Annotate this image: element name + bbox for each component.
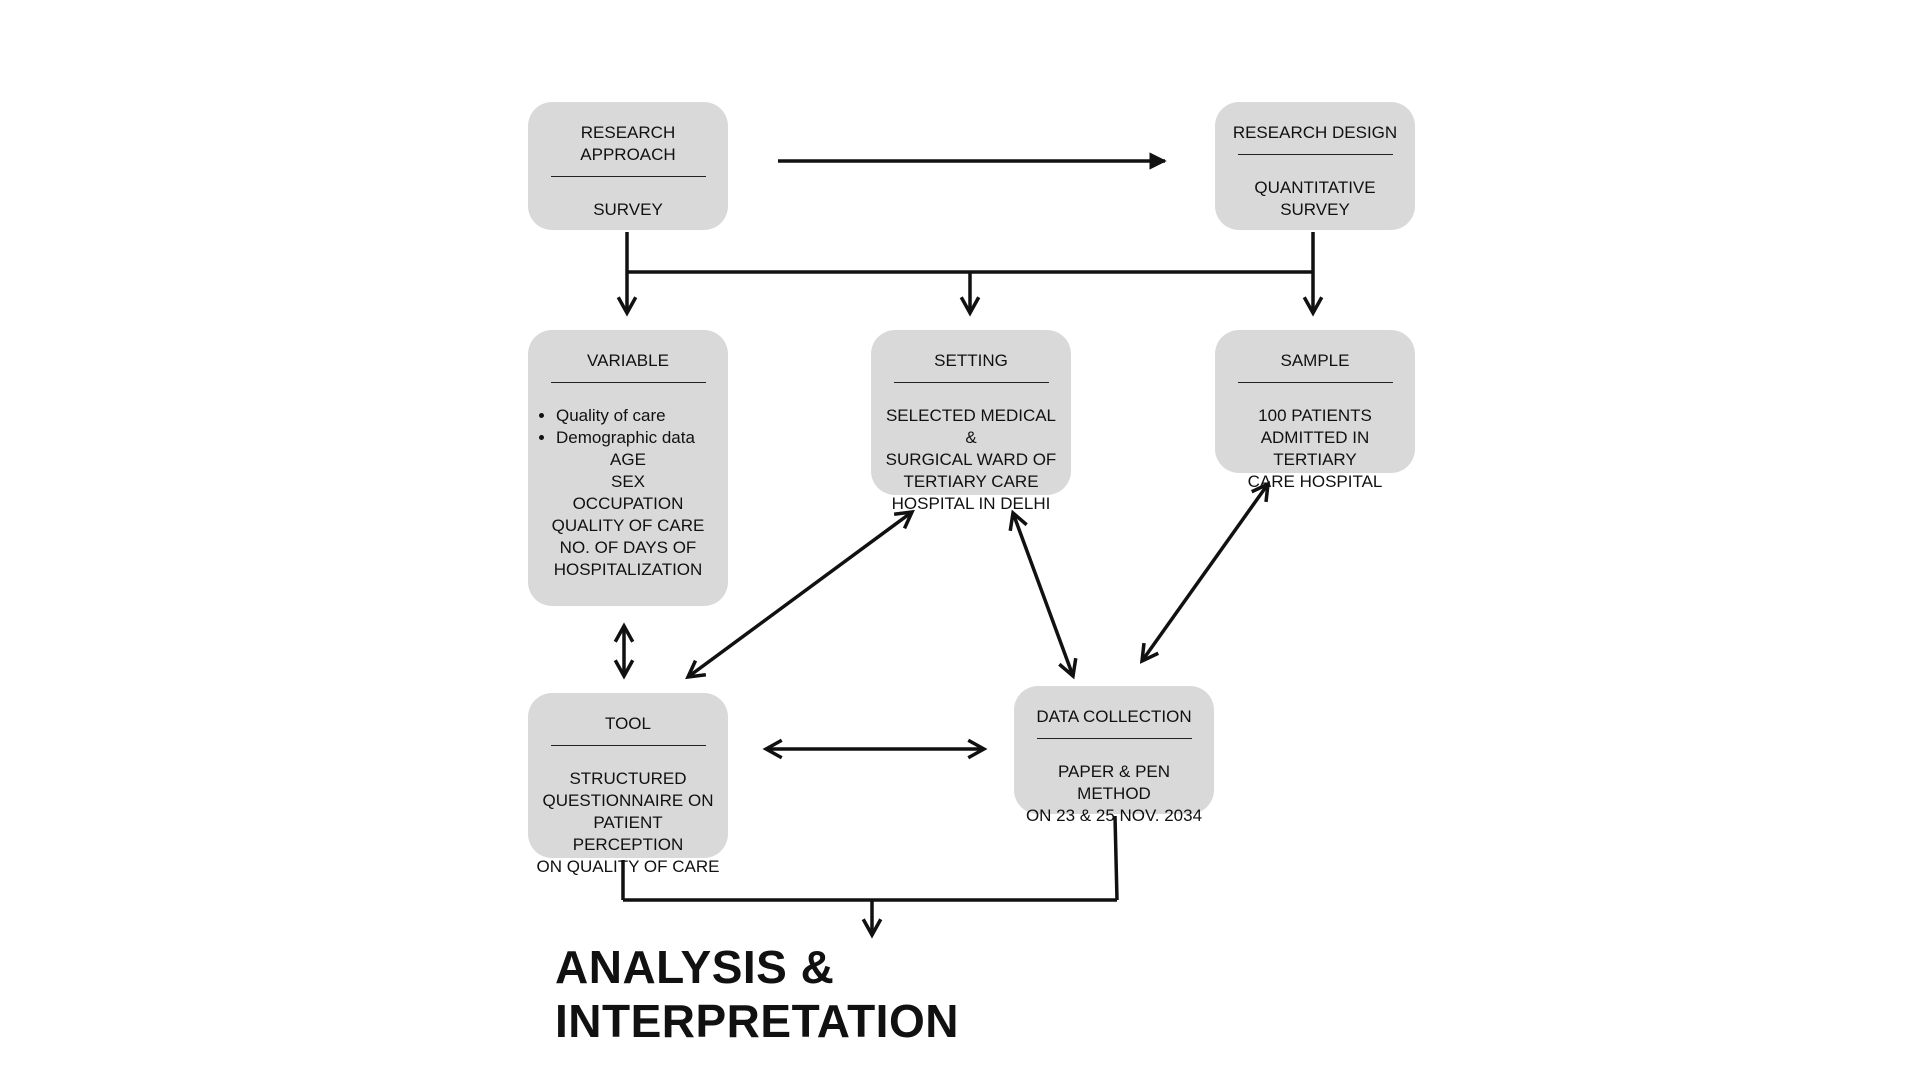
- analysis-interpretation-heading: ANALYSIS & INTERPRETATION: [555, 941, 959, 1047]
- variable-bullet-item: Demographic data: [556, 427, 720, 449]
- tool-text: STRUCTURED QUESTIONNAIRE ON PATIENT PERC…: [536, 768, 720, 878]
- data-collection-text: PAPER & PEN METHOD ON 23 & 25 NOV. 2034: [1022, 761, 1206, 827]
- research-design-value: QUANTITATIVE SURVEY: [1254, 178, 1376, 219]
- tool-line: QUESTIONNAIRE ON: [542, 791, 714, 810]
- tool-title: TOOL: [605, 714, 651, 733]
- divider: [550, 176, 706, 177]
- data-collection-line: PAPER & PEN METHOD: [1057, 762, 1171, 803]
- research-approach-value: SURVEY: [593, 200, 663, 219]
- arrow-setting-datacollection: [1013, 513, 1073, 676]
- variable-title: VARIABLE: [587, 351, 669, 370]
- variable-line: SEX: [610, 472, 646, 491]
- sample-line: 100 PATIENTS: [1258, 406, 1372, 425]
- variable-bullet-item: Quality of care: [556, 405, 720, 427]
- connector-datacollection-down: [1113, 815, 1119, 901]
- data-collection-box: DATA COLLECTION PAPER & PEN METHOD ON 23…: [1014, 686, 1214, 825]
- setting-box: SETTING SELECTED MEDICAL & SURGICAL WARD…: [871, 330, 1071, 513]
- data-collection-line: ON 23 & 25 NOV. 2034: [1025, 806, 1203, 825]
- arrow-sample-datacollection: [1142, 484, 1268, 661]
- tool-box: TOOL STRUCTURED QUESTIONNAIRE ON PATIENT…: [528, 693, 728, 876]
- variable-demographic-list: AGE SEX OCCUPATION QUALITY OF CARE NO. O…: [536, 449, 720, 581]
- setting-text: SELECTED MEDICAL & SURGICAL WARD OF TERT…: [879, 405, 1063, 515]
- research-approach-box: RESEARCH APPROACH SURVEY: [528, 102, 728, 230]
- sample-text: 100 PATIENTS ADMITTED IN TERTIARY CARE H…: [1223, 405, 1407, 493]
- divider: [550, 382, 706, 383]
- divider: [1237, 382, 1393, 383]
- sample-title: SAMPLE: [1280, 351, 1350, 370]
- data-collection-title: DATA COLLECTION: [1036, 707, 1192, 726]
- sample-line: CARE HOSPITAL: [1247, 472, 1383, 491]
- variable-box: VARIABLE Quality of care Demographic dat…: [528, 330, 728, 606]
- divider: [893, 382, 1049, 383]
- research-design-title: RESEARCH DESIGN: [1232, 123, 1398, 142]
- variable-bullet-list: Quality of care Demographic data: [536, 405, 720, 449]
- variable-line: QUALITY OF CARE: [551, 516, 705, 535]
- setting-title: SETTING: [934, 351, 1008, 370]
- tool-line: STRUCTURED: [569, 769, 687, 788]
- variable-line: HOSPITALIZATION: [553, 560, 703, 579]
- setting-line: TERTIARY CARE: [903, 472, 1039, 491]
- setting-line: HOSPITAL IN DELHI: [891, 494, 1051, 513]
- research-design-box: RESEARCH DESIGN QUANTITATIVE SURVEY: [1215, 102, 1415, 230]
- variable-line: OCCUPATION: [572, 494, 684, 513]
- variable-line: NO. OF DAYS OF: [559, 538, 697, 557]
- sample-line: ADMITTED IN TERTIARY: [1260, 428, 1370, 469]
- tool-line: ON QUALITY OF CARE: [536, 857, 720, 876]
- divider: [1036, 738, 1192, 739]
- sample-box: SAMPLE 100 PATIENTS ADMITTED IN TERTIARY…: [1215, 330, 1415, 491]
- arrow-setting-tool: [688, 512, 912, 677]
- divider: [1237, 154, 1393, 155]
- divider: [550, 745, 706, 746]
- setting-line: SURGICAL WARD OF: [885, 450, 1057, 469]
- tool-line: PATIENT PERCEPTION: [572, 813, 684, 854]
- research-approach-title: RESEARCH APPROACH: [580, 123, 676, 164]
- variable-line: AGE: [610, 450, 646, 469]
- setting-line: SELECTED MEDICAL &: [885, 406, 1057, 447]
